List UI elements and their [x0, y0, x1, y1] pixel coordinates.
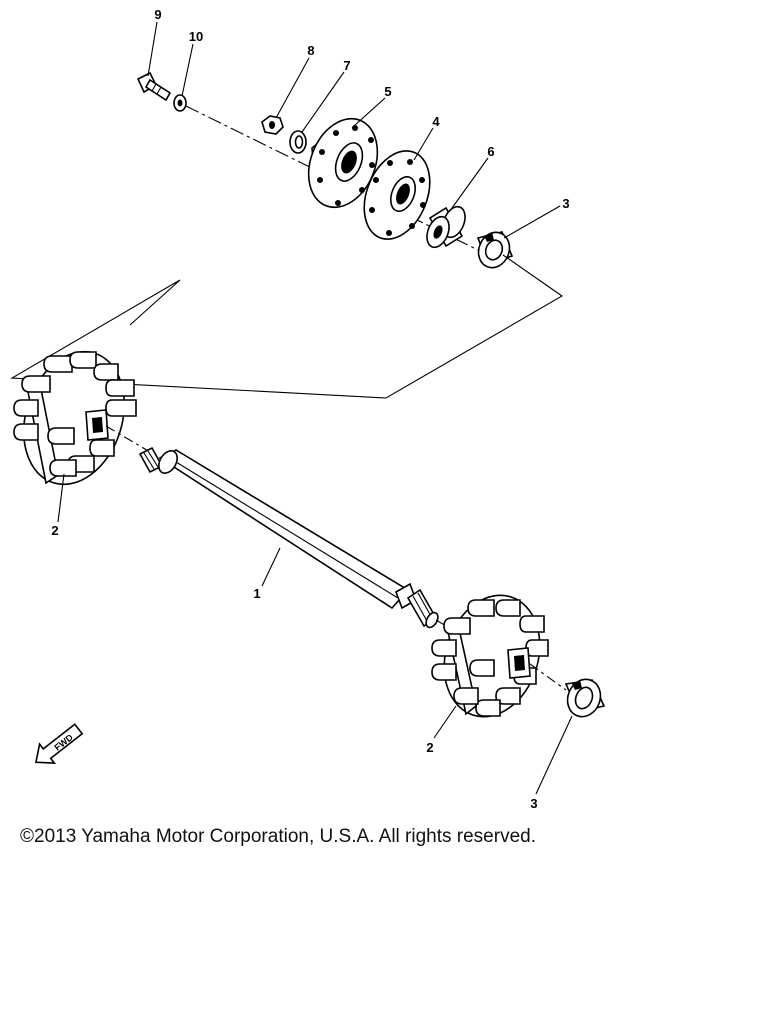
- part-10-washer: [173, 94, 187, 112]
- callout-8: 8: [307, 43, 314, 58]
- part-6-bearing: [426, 205, 466, 249]
- fwd-arrow-icon: FWD: [34, 723, 84, 764]
- part-7-lock-washer: [289, 130, 307, 154]
- part-2-sprocket-left: [13, 350, 137, 486]
- callout-10: 10: [189, 29, 203, 44]
- leader-lines: [57, 21, 573, 795]
- part-1-drive-shaft: [138, 446, 439, 629]
- callout-5: 5: [384, 84, 391, 99]
- part-8-nut: [261, 115, 284, 135]
- callout-2-right: 2: [426, 740, 433, 755]
- callout-7: 7: [343, 58, 350, 73]
- part-2-sprocket-right: [431, 594, 549, 718]
- copyright-notice: ©2013 Yamaha Motor Corporation, U.S.A. A…: [20, 826, 536, 847]
- callout-4: 4: [432, 114, 440, 129]
- callout-9: 9: [154, 7, 161, 22]
- callout-2-left: 2: [51, 523, 58, 538]
- part-3-collar-lower: [564, 678, 606, 718]
- callout-6: 6: [487, 144, 494, 159]
- callout-3-upper: 3: [562, 196, 569, 211]
- part-3-collar-upper: [476, 231, 514, 269]
- part-4-plate: [363, 150, 431, 240]
- callout-3-lower: 3: [530, 796, 537, 811]
- callout-1: 1: [253, 586, 260, 601]
- part-9-bolt: [136, 71, 172, 102]
